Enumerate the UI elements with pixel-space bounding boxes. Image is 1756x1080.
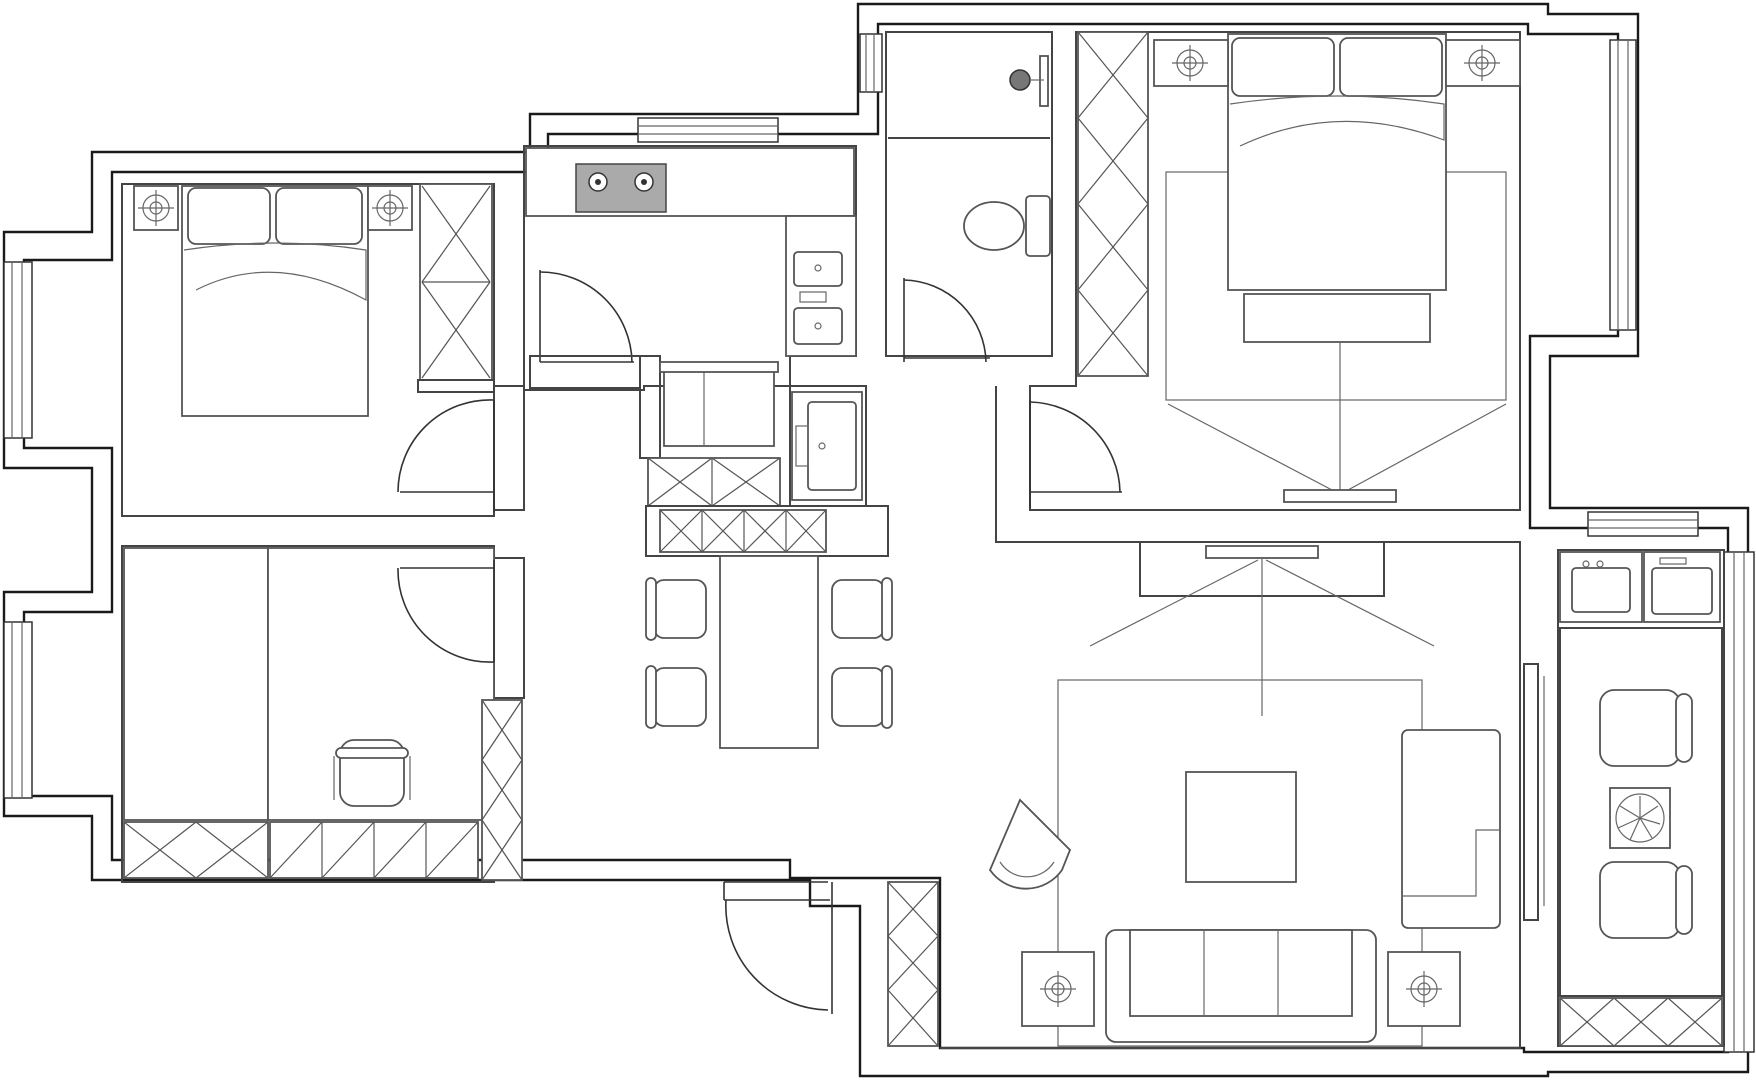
chair-icon	[1599, 689, 1693, 767]
bathroom-outline	[885, 31, 1053, 357]
dining	[645, 555, 893, 749]
window-balcony-east	[1723, 551, 1755, 1053]
chair-icon	[333, 739, 411, 807]
bookshelf-study	[123, 547, 269, 821]
washbasin-icon	[791, 391, 863, 501]
cabinet-dining-sideboard	[645, 505, 889, 557]
chair-icon	[831, 577, 893, 641]
wardrobe-study	[481, 699, 523, 881]
window-west-bedroom	[3, 261, 33, 439]
pillow-master-1	[1231, 37, 1335, 97]
lamp-icon	[1445, 39, 1521, 87]
coffee-table	[1185, 771, 1297, 883]
shoe-cabinet	[887, 881, 939, 1047]
sink-icon	[793, 251, 843, 345]
door-study	[397, 560, 495, 663]
chair-icon	[831, 665, 893, 729]
washing-machine-icon	[1643, 551, 1721, 623]
fridge-icon	[663, 367, 775, 447]
balcony-sliding-door	[1523, 663, 1539, 921]
wardrobe-west	[419, 183, 493, 381]
lamp-icon	[1021, 951, 1095, 1027]
toilet-icon	[963, 195, 1051, 257]
bedroom-master	[1029, 31, 1521, 508]
bedroom-master-outline	[1029, 31, 1521, 511]
lamp-icon	[133, 185, 179, 231]
lamp-icon	[1153, 39, 1229, 87]
balcony	[1559, 551, 1723, 1047]
living-room	[723, 541, 1501, 1047]
shower-icon	[1009, 55, 1049, 107]
chair-icon	[1599, 861, 1693, 939]
door-entrance	[723, 881, 833, 1014]
laundry-sink-icon	[1559, 551, 1643, 623]
corridor-pillar-upper	[493, 385, 525, 511]
window-balcony-top	[1587, 511, 1699, 537]
kitchen	[525, 147, 889, 557]
tv-master	[1283, 489, 1397, 503]
study	[123, 547, 523, 881]
door-west-bedroom	[397, 399, 495, 512]
door-kitchen	[529, 270, 641, 389]
lamp-icon	[367, 185, 413, 231]
lamp-icon	[1387, 951, 1461, 1027]
window-master-bedroom	[1609, 39, 1637, 331]
window-bathroom	[859, 33, 883, 93]
window-kitchen	[637, 117, 779, 143]
corridor-pillar-lower	[493, 557, 525, 699]
balcony-lounge-area	[1559, 627, 1723, 997]
sofa-icon	[1105, 929, 1377, 1043]
tv-living	[1205, 545, 1319, 559]
cabinet-kitchen-lower	[647, 457, 781, 507]
counter-kitchen-top	[525, 147, 855, 217]
chaise-lounge	[1401, 729, 1501, 929]
door-bathroom	[903, 278, 990, 363]
window-study	[3, 621, 33, 799]
chair-icon	[645, 577, 707, 641]
pillow-west-1	[187, 187, 271, 245]
pillow-master-2	[1339, 37, 1443, 97]
dining-table	[719, 555, 819, 749]
door-master-bedroom	[1029, 400, 1122, 508]
cabinet-study-bottom	[123, 821, 479, 879]
plant-icon	[1609, 787, 1671, 849]
bedroom-west-outline	[121, 183, 495, 517]
armchair-icon	[988, 798, 1072, 890]
windows	[3, 33, 1755, 1053]
bedroom-west	[133, 183, 495, 512]
living-room-outline	[940, 386, 1521, 1049]
stove-icon	[575, 163, 667, 213]
bench-master	[1243, 293, 1431, 343]
chair-icon	[645, 665, 707, 729]
bathroom	[903, 55, 1051, 363]
pillow-west-2	[275, 187, 363, 245]
storage-cabinet-balcony	[1559, 997, 1723, 1047]
wardrobe-master	[1077, 31, 1149, 377]
